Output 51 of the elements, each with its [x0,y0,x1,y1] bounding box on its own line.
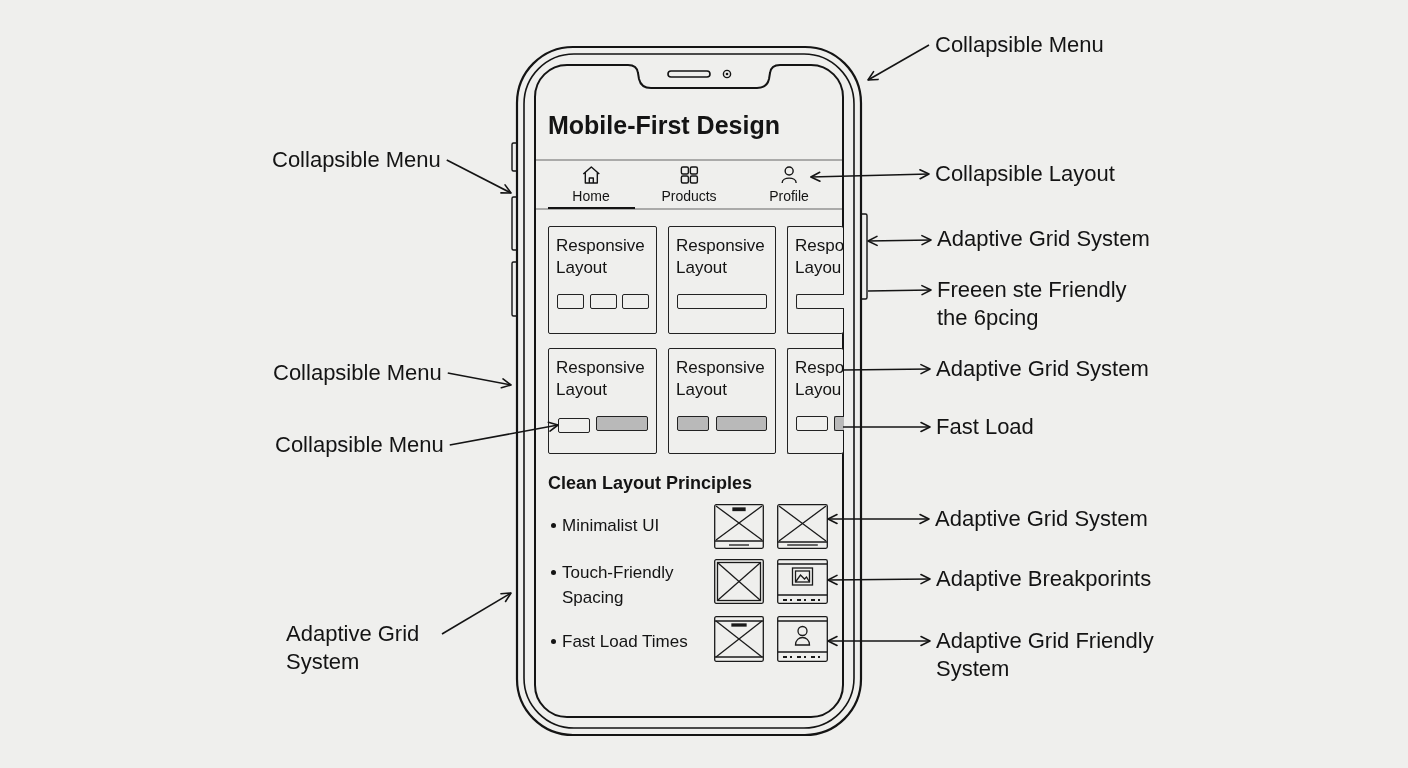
card-title: Responsive Layout [676,357,766,401]
double-arrow [827,513,930,525]
annotation-label: Collapsible Layout [929,160,1121,188]
person-card-icon [777,616,828,662]
annotation-label: Collapsible Menu [266,146,447,174]
arrow [448,421,559,446]
annotation-label: Fast Load [930,413,1040,441]
annotation-label: Adaptive Grid Friendly System [930,627,1177,683]
card-title: Responsive Layout [676,235,766,279]
section-heading: Clean Layout Principles [548,472,753,495]
arrow [842,421,931,433]
card-title: Respo Layou [795,235,845,279]
annotation-label: Collapsible Menu [269,431,450,459]
bullet-text: Minimalist UI [562,515,661,537]
arrow [842,363,931,375]
bullet-text: Fast Load Times [562,631,689,653]
arrow [446,372,512,389]
annotation-label: Freeen ste Friendly the 6pcing [931,276,1148,332]
arrow [867,284,932,296]
layout-card [548,226,657,334]
placeholder-bar [558,418,590,433]
image-card-icon [777,559,828,604]
arrow [441,592,512,635]
layout-card [668,226,776,334]
annotation-label: Adaptive Grid System [280,620,442,676]
double-arrow [867,234,932,247]
screen-title: Mobile-First Design [548,110,780,141]
annotation-label: Collapsible Menu [267,359,448,387]
tab-label: Home [572,188,610,205]
phone-mockup [511,44,868,738]
layout-card [787,226,843,334]
layout-card [668,348,776,454]
card-title: Responsive Layout [556,235,646,279]
arrow [867,44,930,81]
card-title: Respo Layou [795,357,845,401]
card-title: Responsive Layout [556,357,646,401]
double-arrow [827,573,931,586]
annotation-label: Adaptive Grid System [930,355,1155,383]
image-placeholder-icon [777,504,828,549]
annotation-label: Adaptive Breakporints [930,565,1158,593]
annotation-label: Collapsible Menu [929,31,1110,59]
double-arrow [810,168,930,183]
arrow [445,159,512,194]
annotation-label: Adaptive Grid System [931,225,1156,253]
tab-label: Profile [769,188,809,205]
layout-card [787,348,843,454]
double-arrow [827,635,931,647]
tab-label: Products [661,188,717,205]
annotation-label: Adaptive Grid System [929,505,1154,533]
layout-card [548,348,657,454]
bullet-text: Touch-Friendly Spacing [562,562,675,609]
